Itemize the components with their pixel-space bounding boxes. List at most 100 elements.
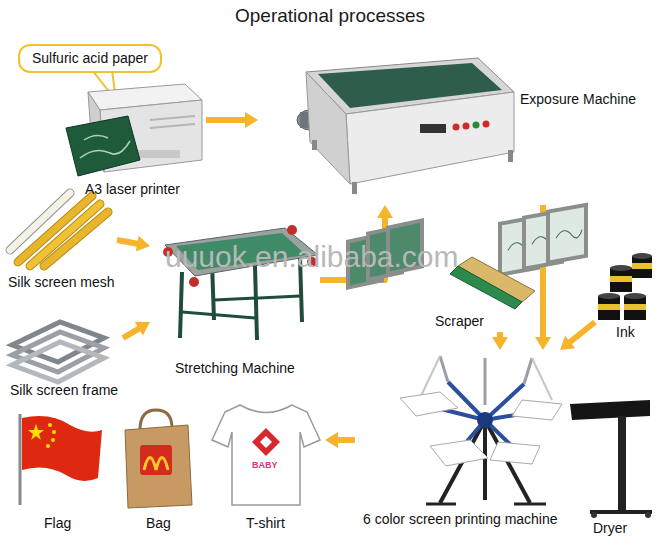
printing-machine-drawing (484, 358, 487, 405)
printing-machine-drawing (420, 356, 440, 398)
ink-cans-drawing (632, 256, 652, 278)
arrow-head (535, 337, 551, 350)
stretching-machine-drawing (180, 272, 182, 338)
silk-screen-frame-drawing (12, 342, 104, 382)
arrow-shaft (568, 322, 595, 344)
watermark: uuuok.en.alibaba.com (165, 240, 459, 274)
laser-printer-drawing (66, 84, 202, 176)
laser-printer-drawing (150, 124, 195, 128)
node-label: Flag (44, 515, 71, 532)
printing-machine-drawing (524, 358, 532, 384)
printing-machine-drawing (532, 358, 552, 400)
node-label: A3 laser printer (85, 181, 180, 198)
bag-drawing (140, 445, 172, 475)
printing-machine-drawing (512, 400, 562, 420)
exposed-screens-right (546, 203, 588, 265)
printing-machine-drawing (514, 503, 546, 506)
ink-cans-drawing (624, 296, 646, 320)
ink-cans-drawing (598, 304, 620, 310)
scraper-drawing (450, 257, 535, 309)
flag-drawing (52, 430, 56, 434)
arrow-head (325, 432, 338, 448)
dryer-drawing (590, 510, 652, 514)
arrow-head (377, 205, 393, 218)
bag: Bag (118, 405, 198, 535)
stretching-machine-drawing (182, 312, 255, 318)
flow-arrow (325, 432, 355, 448)
node-label: Bag (146, 515, 171, 532)
node-label: Silk screen mesh (8, 274, 115, 291)
printing-machine-drawing (400, 392, 458, 416)
arrow-head (245, 112, 258, 128)
silk-screen-mesh-drawing (30, 204, 100, 266)
ink-cans-drawing (598, 296, 620, 320)
dryer-drawing (618, 416, 626, 510)
dryer-drawing (591, 512, 597, 518)
printing-machine-drawing (400, 356, 562, 504)
laser-printer: A3 laser printer (58, 78, 206, 200)
arrow-shaft (206, 117, 248, 123)
arrow-head (135, 322, 150, 336)
dryer-drawing (570, 400, 650, 420)
silk-screen-mesh-drawing (30, 204, 100, 266)
ink-cans-drawing (632, 253, 652, 259)
flag-drawing (51, 438, 55, 442)
printing-machine-drawing (483, 420, 487, 500)
arrow-shaft (117, 240, 140, 244)
node-label: T-shirt (246, 515, 285, 532)
exposure-machine-drawing (420, 124, 446, 133)
silk-screen-mesh-drawing (10, 193, 108, 266)
diagram-title: Operational processes (235, 5, 425, 27)
silk-screen-frame-drawing (12, 322, 104, 382)
exposed-screens-right (556, 228, 582, 242)
bag-drawing (125, 410, 192, 508)
exposure-machine-drawing (473, 122, 480, 129)
laser-printer-drawing (66, 116, 140, 176)
t-shirt-drawing (212, 405, 320, 505)
silk-screen-mesh-drawing (44, 212, 108, 266)
callout-bubble: Sulfuric acid paper (18, 44, 162, 73)
exposed-screens-right (498, 203, 588, 277)
dryer-drawing (570, 400, 652, 518)
stretching-machine-drawing (189, 277, 199, 287)
bag-drawing (125, 425, 192, 508)
flag-drawing (19, 414, 22, 505)
ink-cans-drawing (624, 293, 646, 299)
t-shirt-drawing (252, 428, 280, 456)
printing-machine-drawing (426, 503, 456, 506)
ink-cans-drawing (632, 263, 652, 269)
flag-drawing (48, 423, 52, 427)
arrow-shaft (123, 327, 141, 338)
node-label: Stretching Machine (175, 360, 295, 377)
flag-drawing (46, 444, 50, 448)
t-shirt-drawing (212, 405, 320, 505)
screen-frame: Silk screen frame (5, 310, 123, 405)
stretching-machine-drawing (214, 296, 300, 300)
ink-cans-drawing (610, 276, 632, 282)
ink-cans-drawing (598, 253, 652, 320)
exposure-machine-drawing (312, 140, 317, 150)
dryer-drawing (645, 512, 651, 518)
flow-arrow (206, 112, 258, 128)
exposure-machine-drawing (483, 121, 490, 128)
exposure-machine-drawing (297, 58, 514, 194)
screen-mesh: Silk screen mesh (5, 183, 117, 293)
silk-screen-mesh-drawing (44, 212, 108, 266)
flag-drawing (22, 416, 102, 481)
printing-machine-drawing (490, 442, 540, 464)
printing-machine: 6 color screen printing machine (355, 350, 565, 530)
flow-arrow (492, 332, 508, 350)
node-label: Silk screen frame (10, 382, 118, 399)
flow-arrow (560, 322, 595, 350)
stretching-machine: Stretching Machine (150, 212, 320, 382)
laser-printer-drawing (84, 135, 108, 140)
flag-drawing (28, 424, 44, 440)
node-label: Ink (616, 324, 635, 341)
arrow-head (492, 337, 508, 350)
exposure-machine-drawing (306, 72, 350, 184)
printing-machine-drawing (430, 440, 488, 466)
ink-cans-drawing (610, 268, 632, 292)
exposed-screens-right (546, 203, 588, 265)
exposure-machine-drawing (346, 92, 514, 184)
node-label: Sulfuric acid paper (32, 50, 148, 67)
